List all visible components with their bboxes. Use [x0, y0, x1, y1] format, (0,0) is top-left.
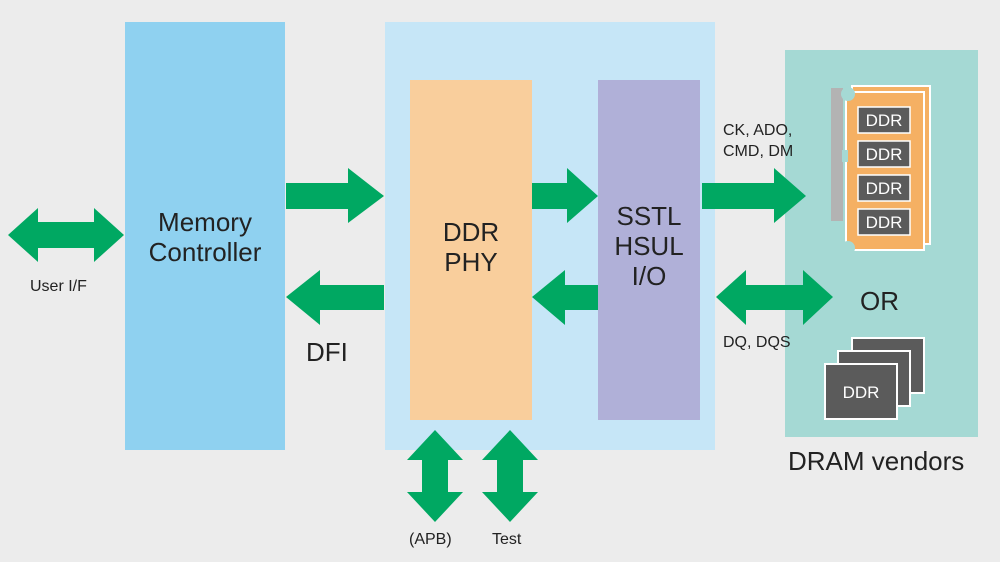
- ck-ado-label: CK, ADO, CMD, DM: [723, 121, 793, 163]
- io-to-dram-arrow: [702, 168, 806, 223]
- module-chip-4: [857, 208, 911, 236]
- user-if-label: User I/F: [30, 278, 87, 295]
- module-chip-4-label: DDR: [866, 213, 903, 232]
- io-block: [598, 80, 700, 420]
- module-chip-1-label: DDR: [866, 111, 903, 130]
- or-label: OR: [860, 286, 899, 316]
- dq-dqs-label: DQ, DQS: [723, 334, 791, 351]
- ddr-chip-stack-icon: DDR: [824, 337, 925, 420]
- module-chip-2: [857, 140, 911, 168]
- memory-controller-line2: Controller: [148, 236, 262, 267]
- ck-ado-line2: CMD, DM: [723, 142, 794, 160]
- io-line1: SSTL: [616, 201, 682, 231]
- dram-vendors-label: DRAM vendors: [788, 446, 965, 476]
- apb-label: (APB): [409, 531, 452, 548]
- module-chip-3: [857, 174, 911, 202]
- ddr-phy-line1: DDR: [442, 217, 500, 247]
- dq-dqs-arrow: [716, 270, 833, 325]
- memory-controller-line1: Memory: [158, 207, 252, 237]
- module-chip-2-label: DDR: [866, 145, 903, 164]
- test-label: Test: [492, 531, 522, 548]
- io-label: SSTL HSUL I/O: [598, 201, 700, 292]
- module-chip-1: [857, 106, 911, 134]
- phy-to-io-arrow: [532, 168, 598, 223]
- dfi-label: DFI: [306, 337, 348, 367]
- module-chip-3-label: DDR: [866, 179, 903, 198]
- ddr-phy-block: [410, 80, 532, 420]
- ck-ado-line1: CK, ADO,: [723, 122, 793, 139]
- memory-controller-block: [125, 22, 285, 450]
- io-line3: I/O: [631, 260, 667, 291]
- stack-chip-label: DDR: [843, 383, 880, 402]
- io-to-phy-arrow: [532, 270, 598, 325]
- dimm-module-icon: DDR DDR DDR DDR: [831, 85, 931, 255]
- user-if-arrow: [8, 208, 124, 262]
- controller-to-phy-arrow: [286, 168, 384, 223]
- ddr-phy-label: DDR PHY: [410, 217, 532, 278]
- test-arrow: [482, 430, 538, 522]
- ddr-phy-line2: PHY: [444, 246, 498, 277]
- memory-controller-label: Memory Controller: [125, 207, 285, 268]
- io-line2: HSUL: [614, 230, 684, 261]
- apb-arrow: [407, 430, 463, 522]
- phy-to-controller-arrow: [286, 270, 384, 325]
